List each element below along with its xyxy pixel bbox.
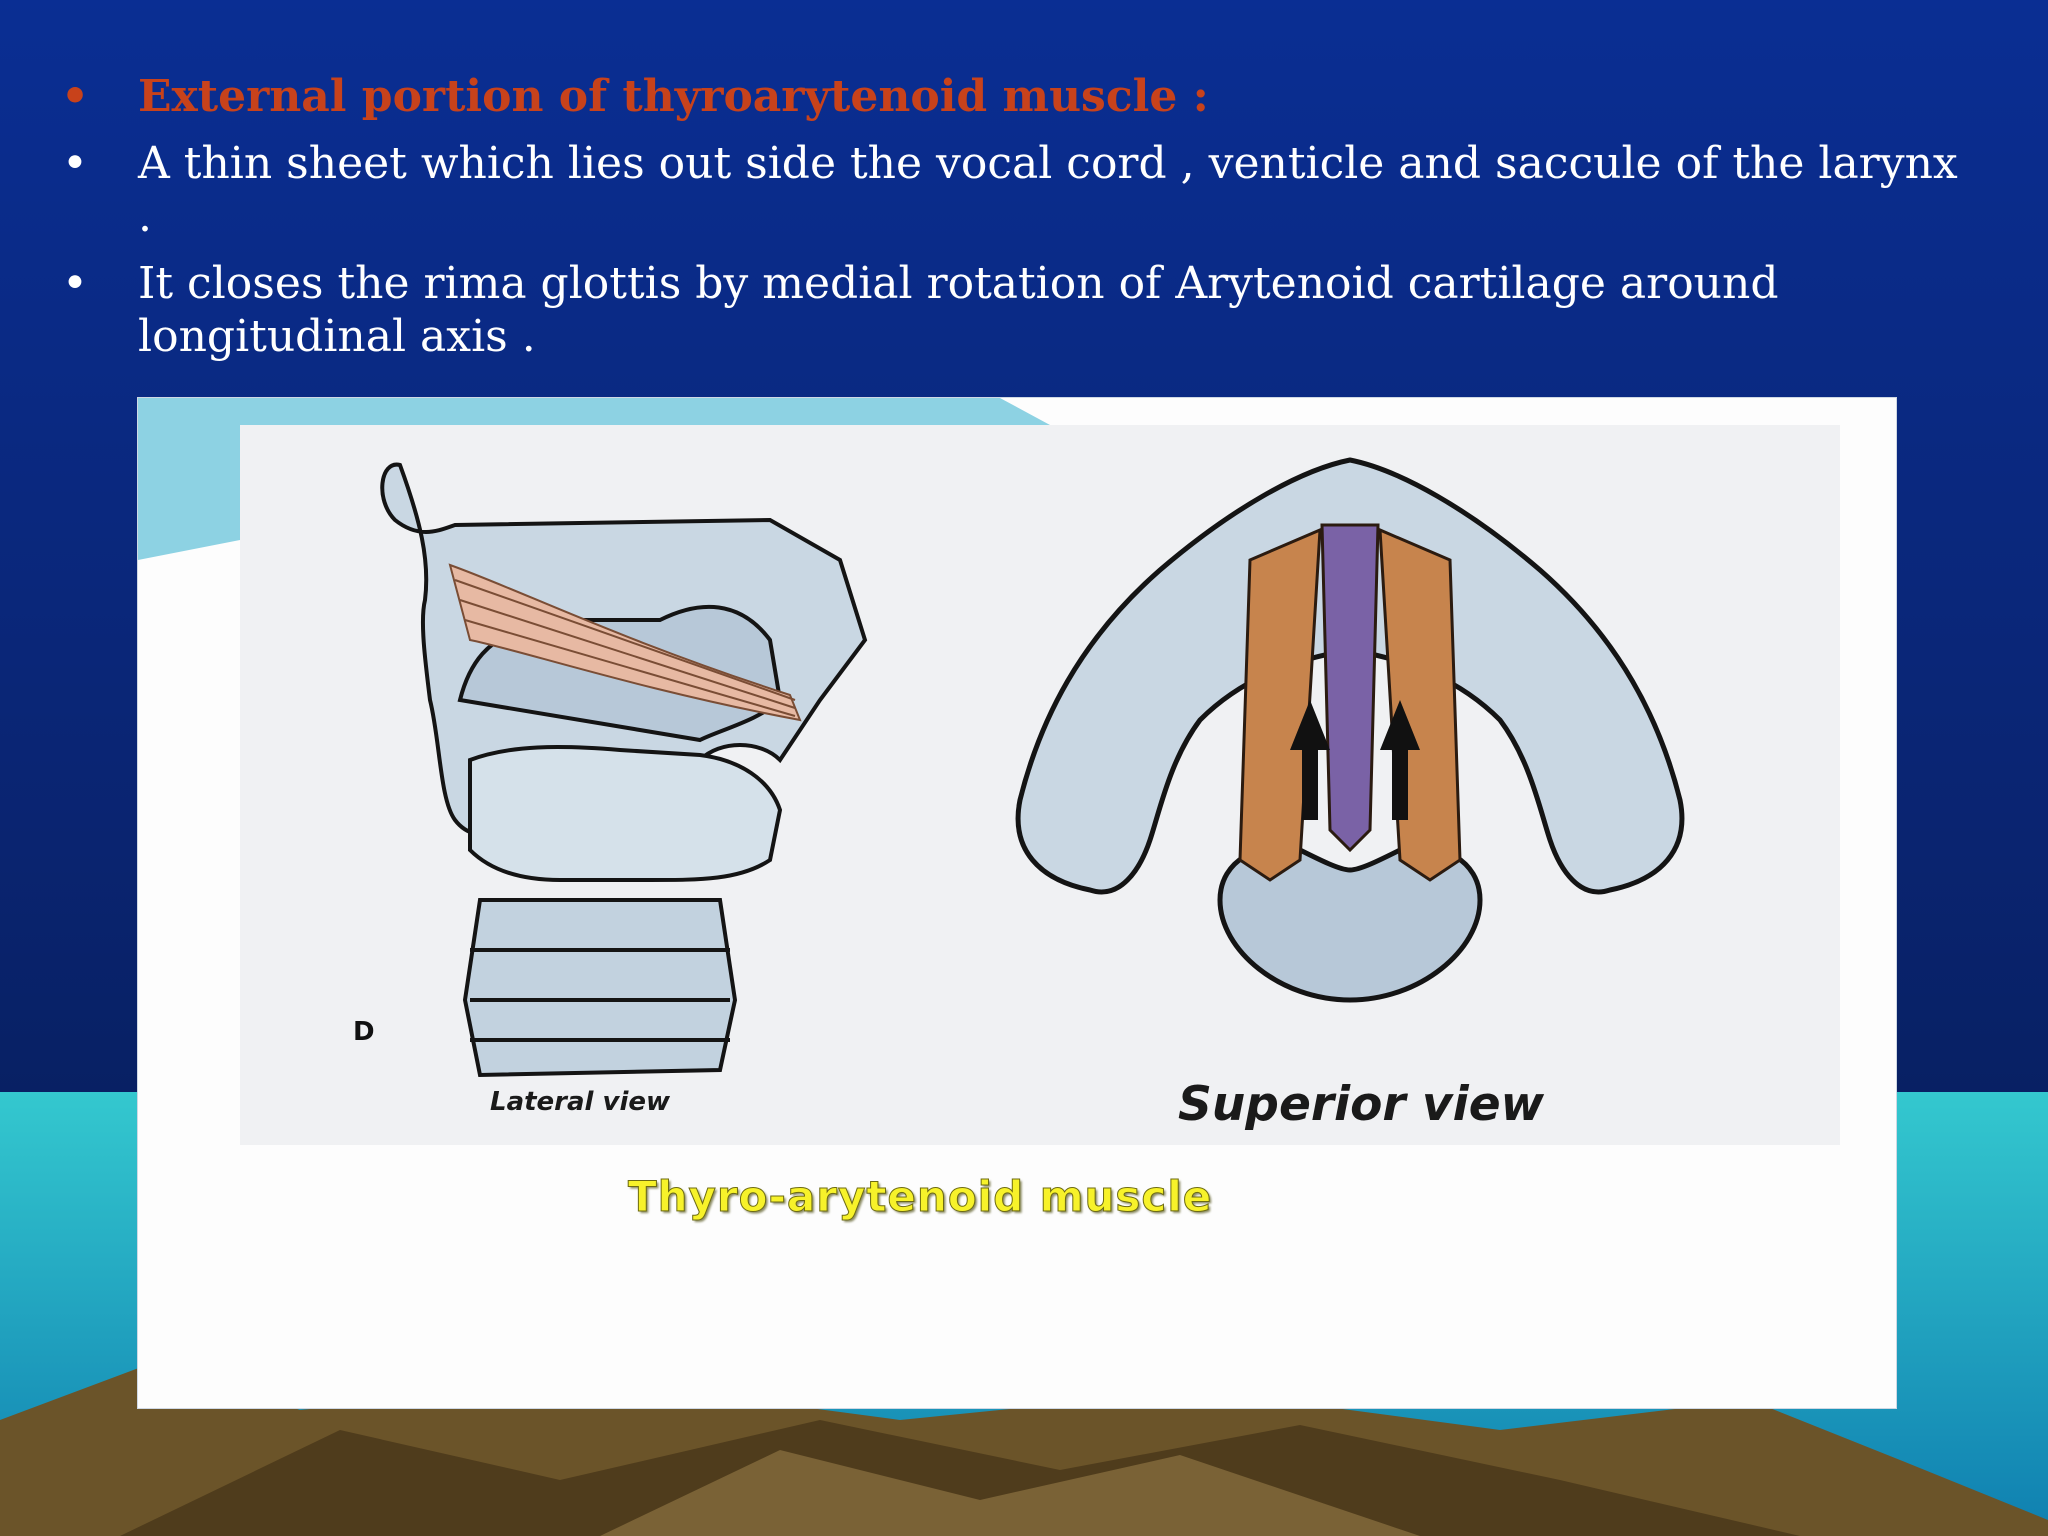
bullet-text: External portion of thyroarytenoid muscl… — [138, 71, 1209, 122]
superior-view-label: Superior view — [1178, 1077, 1544, 1132]
lateral-view-label: Lateral view — [490, 1087, 671, 1117]
bullet-item: • A thin sheet which lies out side the vo… — [60, 137, 1980, 243]
thyroarytenoid-muscle-lateral — [448, 563, 802, 722]
bullet-marker: • — [62, 138, 88, 189]
bullet-marker: • — [62, 258, 88, 309]
bullet-item: • It closes the rima glottis by medial ro… — [60, 257, 1980, 363]
upward-arrow-icon — [1290, 700, 1420, 820]
bullet-list: • External portion of thyroarytenoid musc… — [60, 70, 1980, 377]
panel-letter: D — [353, 1017, 375, 1047]
bullet-text: It closes the rima glottis by medial rot… — [138, 258, 1779, 362]
bullet-marker: • — [60, 71, 90, 122]
scan-edge — [138, 398, 1050, 560]
thyroarytenoid-muscle-superior — [1238, 523, 1462, 882]
figure-caption: Thyro-arytenoid muscle — [627, 1172, 1213, 1222]
bullet-heading: • External portion of thyroarytenoid musc… — [60, 70, 1980, 123]
bullet-text: A thin sheet which lies out side the voc… — [138, 138, 1958, 242]
